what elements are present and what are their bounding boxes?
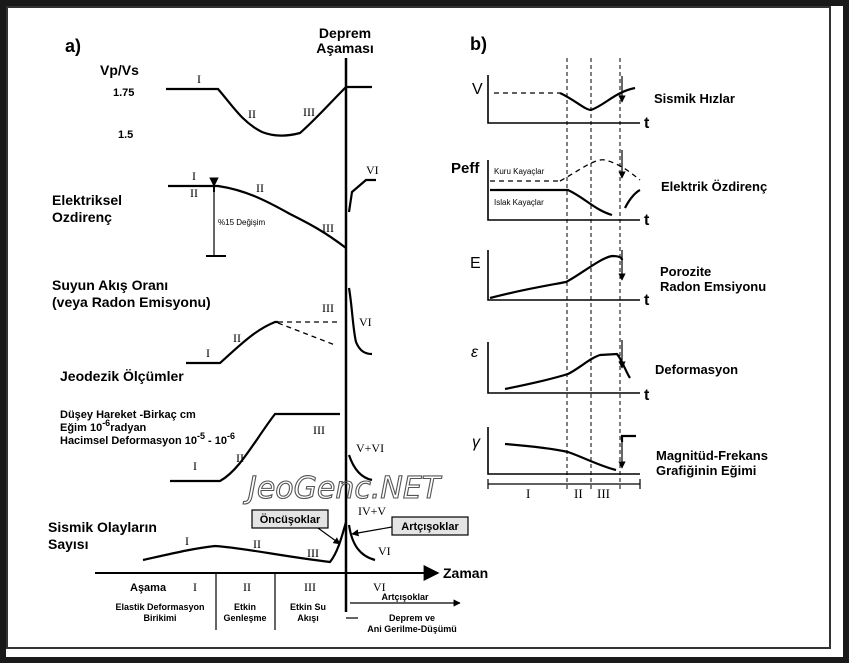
- b-stage-ii: II: [574, 486, 583, 501]
- res-stage-ii-label: II: [190, 186, 198, 200]
- aftershock-label: Artçışoklar: [401, 521, 459, 533]
- vpvs-stage-iii: III: [303, 105, 315, 119]
- flow-decay: [347, 287, 373, 356]
- watermark: JeoGenc.NET: [243, 471, 443, 506]
- vpvs-curve: [166, 85, 372, 137]
- b-stage-iii: III: [597, 486, 610, 501]
- aftershock-curve: [347, 524, 376, 562]
- foreshock-arrow: [317, 527, 341, 545]
- axis-stage-iii: III: [304, 580, 316, 594]
- aftershock-arrow: [351, 526, 393, 537]
- geodetic-vertical: Düşey Hareket -Birkaç cm: [60, 409, 196, 421]
- plot5-ylabel: γ: [472, 434, 481, 451]
- flow-stage-iii: III: [322, 301, 334, 315]
- plot-deformation: ε t Deformasyon: [471, 340, 738, 404]
- time-axis-label: Zaman: [443, 565, 488, 581]
- vpvs-tick-low: 1.5: [118, 129, 133, 141]
- geo-stage-vvi: V+VI: [356, 441, 384, 455]
- flow-stage-i: I: [206, 346, 210, 360]
- res-stage-vi: VI: [366, 163, 379, 177]
- flow-dashed-lower: [277, 322, 336, 346]
- plot2-dry: Kuru Kayaçlar: [494, 167, 545, 176]
- b-stage-i: I: [526, 486, 530, 501]
- geodetic-tilt: Eğim 10-6radyan: [60, 418, 147, 434]
- geodetic-volumetric: Hacimsel Deformasyon 10-5 - 10-6: [60, 431, 235, 447]
- plot3-ylabel: E: [470, 255, 481, 272]
- axis-stage-i: I: [193, 580, 197, 594]
- axis-stage-vi: VI: [373, 580, 386, 594]
- seismic-curve: [142, 521, 348, 564]
- seis-stage-vi: VI: [378, 544, 391, 558]
- geo-stage-i: I: [193, 459, 197, 473]
- flow-title: Suyun Akış Oranı(veya Radon Emisyonu): [52, 277, 211, 310]
- plot1-name: Sismik Hızlar: [654, 91, 735, 106]
- res-stage-i: I: [192, 169, 196, 183]
- plot4-name: Deformasyon: [655, 362, 738, 377]
- vpvs-stage-i: I: [197, 72, 201, 86]
- foreshock-label: Öncüşoklar: [260, 513, 321, 526]
- plot-seismic-velocity: V t Sismik Hızlar: [472, 75, 735, 132]
- change-label: %15 Değişim: [218, 218, 265, 227]
- inner-frame: [6, 6, 831, 649]
- vpvs-stage-ii: II: [248, 107, 256, 121]
- plot3-t: t: [644, 292, 650, 309]
- flow-stage-ii: II: [233, 331, 241, 345]
- axis-stage-ii: II: [243, 580, 251, 594]
- plot-electric-resistivity: Peff t Kuru Kayaçlar Islak Kayaçlar Elek…: [451, 150, 767, 229]
- panel-b-label: b): [470, 34, 487, 54]
- panel-a-label: a): [65, 36, 81, 56]
- plot4-ylabel: ε: [471, 344, 479, 361]
- geo-stage-iii: III: [313, 423, 325, 437]
- seis-stage-i: I: [185, 534, 189, 548]
- res-stage-iii: III: [322, 221, 334, 235]
- geodetic-post: [347, 454, 373, 482]
- vpvs-tick-high: 1.75: [113, 87, 134, 99]
- stage-label: Aşama: [130, 582, 167, 594]
- seis-stage-ii: II: [253, 537, 261, 551]
- flow-stage-vi: VI: [359, 315, 372, 329]
- aftershock-box: [391, 516, 469, 536]
- plot1-ylabel: V: [472, 81, 483, 98]
- aftershock-phase: Artçışoklar: [381, 592, 429, 602]
- geodetic-curve: [170, 412, 340, 483]
- foreshock-box: [251, 509, 329, 529]
- plot2-wet: Islak Kayaçlar: [494, 198, 544, 207]
- plot2-name: Elektrik Özdirenç: [661, 179, 767, 194]
- plot1-t: t: [644, 115, 650, 132]
- geo-stage-ii: II: [236, 451, 244, 465]
- plot2-ylabel: Peff: [451, 160, 480, 177]
- plot2-t: t: [644, 212, 650, 229]
- resistivity-recovery: [347, 178, 376, 213]
- seis-stage-ivv: IV+V: [358, 504, 386, 518]
- geodetic-title: Jeodezik Ölçümler: [60, 368, 184, 384]
- vpvs-title: Vp/Vs: [100, 62, 139, 78]
- plot4-t: t: [644, 387, 650, 404]
- res-stage-ii: II: [256, 181, 264, 195]
- flow-curve: [186, 320, 278, 365]
- resistivity-curve: [168, 184, 347, 249]
- seis-stage-iii: III: [307, 546, 319, 560]
